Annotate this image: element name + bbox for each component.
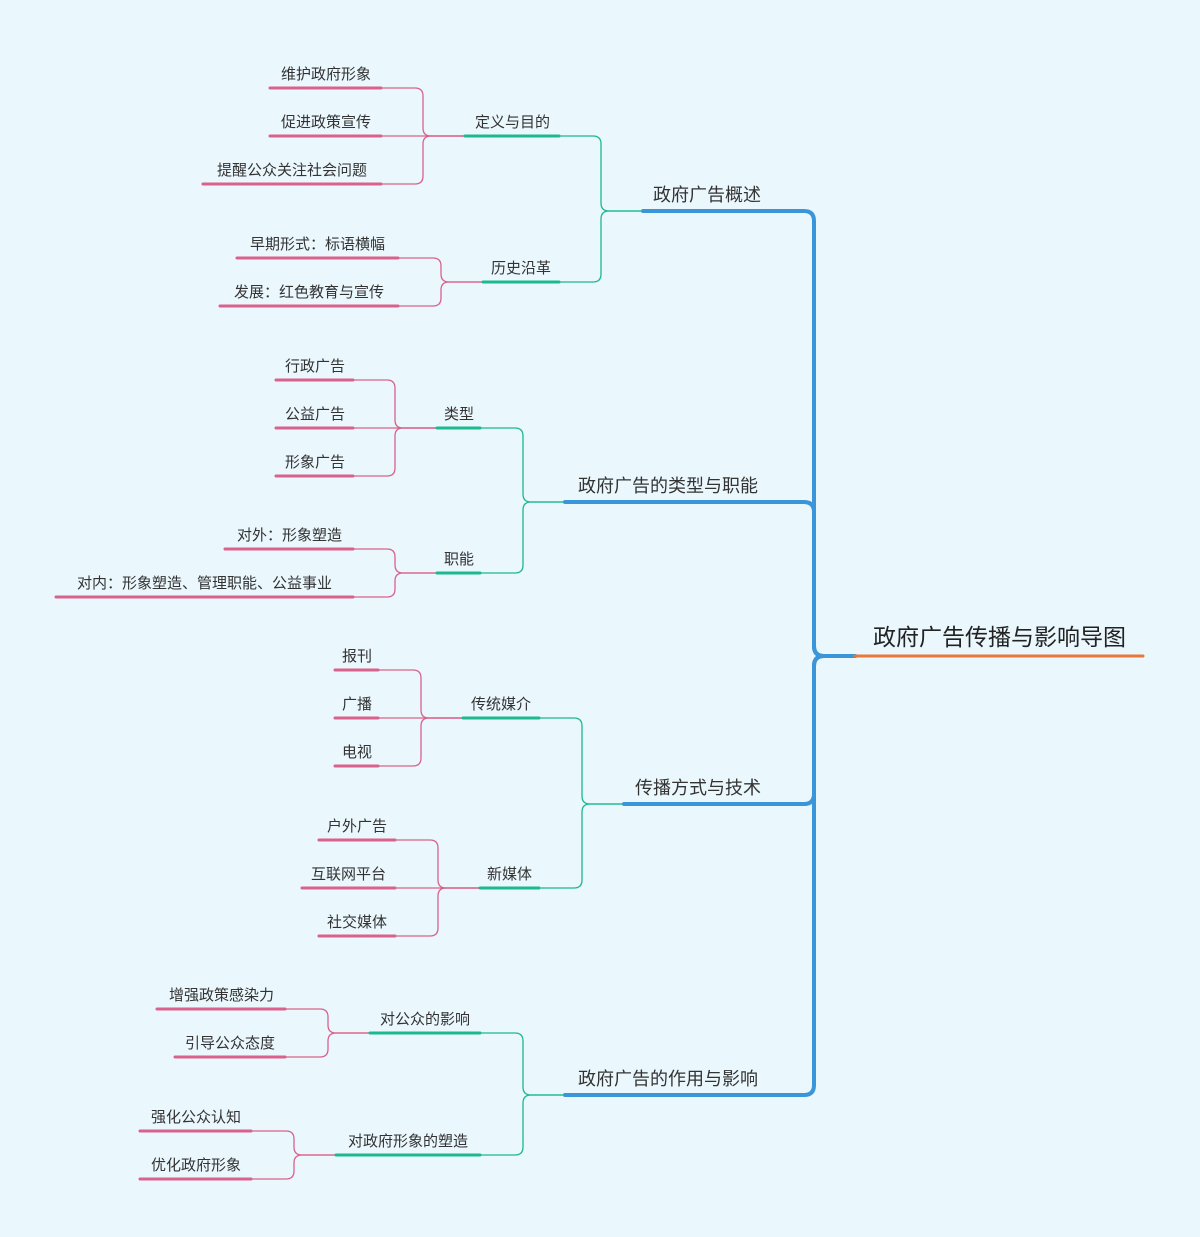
topic-gov-ad-overview[interactable]: 政府广告概述 (653, 185, 761, 206)
leaf-topic[interactable]: 互联网平台 (311, 865, 387, 883)
subtopic-definition-purpose[interactable]: 定义与目的 (475, 113, 551, 131)
connector-line (377, 669, 464, 719)
subtopic-functions[interactable]: 职能 (444, 550, 475, 568)
connector-line (538, 803, 625, 889)
connector-line (397, 257, 484, 283)
connector-line (352, 427, 438, 477)
leaf-topic[interactable]: 电视 (342, 743, 373, 761)
leaf-topic[interactable]: 维护政府形象 (281, 65, 372, 83)
connector-line (352, 379, 438, 429)
subtopic-history[interactable]: 历史沿革 (491, 259, 552, 277)
topic-effects-impact[interactable]: 政府广告的作用与影响 (578, 1069, 758, 1090)
connector-line (284, 1032, 371, 1058)
connector-line (479, 501, 566, 574)
connector-line (352, 572, 438, 598)
connector-line (352, 548, 438, 574)
subtopic-new-media[interactable]: 新媒体 (487, 865, 533, 883)
connector-line (479, 1094, 566, 1156)
leaf-topic[interactable]: 广播 (342, 695, 373, 713)
connector-line (479, 427, 566, 503)
leaf-topic[interactable]: 早期形式：标语横幅 (250, 235, 386, 253)
connector-line (394, 839, 481, 889)
connector-line (284, 1008, 371, 1034)
leaf-topic[interactable]: 对外：形象塑造 (237, 526, 343, 544)
root-topic[interactable]: 政府广告传播与影响导图 (873, 625, 1126, 651)
connector-line (250, 1130, 337, 1156)
topic-channels-tech[interactable]: 传播方式与技术 (635, 778, 761, 799)
leaf-topic[interactable]: 增强政策感染力 (169, 986, 275, 1004)
connector-line (769, 654, 857, 1097)
subtopic-types[interactable]: 类型 (444, 405, 475, 423)
subtopic-traditional-media[interactable]: 传统媒介 (471, 695, 532, 713)
leaf-topic[interactable]: 优化政府形象 (151, 1156, 242, 1174)
topic-types-functions[interactable]: 政府广告的类型与职能 (578, 476, 758, 497)
connector-line (769, 500, 857, 658)
leaf-topic[interactable]: 行政广告 (285, 357, 346, 375)
leaf-topic[interactable]: 发展：红色教育与宣传 (234, 283, 385, 301)
leaf-topic[interactable]: 强化公众认知 (151, 1108, 242, 1126)
leaf-topic[interactable]: 促进政策宣传 (281, 113, 372, 131)
leaf-topic[interactable]: 户外广告 (327, 817, 388, 835)
subtopic-gov-image-shaping[interactable]: 对政府形象的塑造 (348, 1132, 469, 1150)
leaf-topic[interactable]: 形象广告 (285, 453, 346, 471)
connector-line (380, 135, 466, 185)
connector-line (479, 1032, 566, 1096)
connector-line (380, 87, 466, 137)
leaf-topic[interactable]: 对内：形象塑造、管理职能、公益事业 (77, 574, 333, 592)
connector-line (377, 717, 464, 767)
leaf-topic[interactable]: 公益广告 (285, 405, 346, 423)
connector-line (538, 717, 625, 805)
connector-line (558, 210, 644, 283)
subtopic-impact-on-public[interactable]: 对公众的影响 (380, 1010, 471, 1028)
connector-line (250, 1154, 337, 1180)
leaf-topic[interactable]: 提醒公众关注社会问题 (217, 161, 368, 179)
leaf-topic[interactable]: 引导公众态度 (185, 1034, 276, 1052)
connector-line (558, 135, 644, 212)
connector-line (394, 887, 481, 937)
connector-line (397, 281, 484, 307)
leaf-topic[interactable]: 报刊 (342, 647, 373, 665)
leaf-topic[interactable]: 社交媒体 (327, 913, 388, 931)
